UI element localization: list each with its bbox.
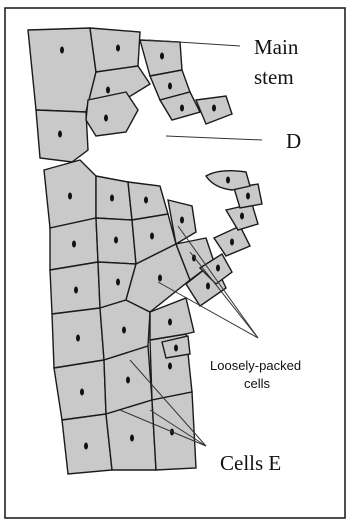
loosely-packed-label-line1: Loosely-packed xyxy=(210,358,301,373)
nucleus xyxy=(206,283,210,290)
nucleus xyxy=(106,87,110,94)
nucleus xyxy=(76,335,80,342)
nucleus xyxy=(150,233,154,240)
nucleus xyxy=(110,195,114,202)
nucleus xyxy=(168,363,172,370)
cell xyxy=(36,110,88,162)
nucleus xyxy=(126,377,130,384)
nucleus xyxy=(240,213,244,220)
nucleus xyxy=(168,319,172,326)
nucleus xyxy=(114,237,118,244)
cell xyxy=(152,392,196,470)
d-label: D xyxy=(286,129,301,153)
nucleus xyxy=(130,435,134,442)
nucleus xyxy=(226,177,230,184)
cell xyxy=(86,92,138,136)
main-stem-label-line1: Main xyxy=(254,35,299,59)
cell xyxy=(90,28,140,72)
d-leader xyxy=(166,136,262,140)
nucleus xyxy=(122,327,126,334)
nucleus xyxy=(74,287,78,294)
loosely-packed-label-line2: cells xyxy=(244,376,271,391)
nucleus xyxy=(174,345,178,352)
nucleus xyxy=(144,197,148,204)
nucleus xyxy=(180,105,184,112)
cell xyxy=(28,28,96,112)
nucleus xyxy=(158,275,162,282)
nucleus xyxy=(246,193,250,200)
nucleus xyxy=(180,217,184,224)
main-stem-label-line2: stem xyxy=(254,65,294,89)
nucleus xyxy=(116,45,120,52)
nucleus xyxy=(160,53,164,60)
nucleus xyxy=(58,131,62,138)
nucleus xyxy=(104,115,108,122)
nucleus xyxy=(72,241,76,248)
nucleus xyxy=(212,105,216,112)
main-stem-cells xyxy=(28,28,232,162)
nucleus xyxy=(68,193,72,200)
nucleus xyxy=(116,279,120,286)
nucleus xyxy=(230,239,234,246)
nucleus xyxy=(168,83,172,90)
nucleus xyxy=(60,47,64,54)
nucleus xyxy=(216,265,220,272)
nucleus xyxy=(84,443,88,450)
nucleus xyxy=(80,389,84,396)
cell xyxy=(54,360,106,420)
cells-e-label: Cells E xyxy=(220,451,281,475)
